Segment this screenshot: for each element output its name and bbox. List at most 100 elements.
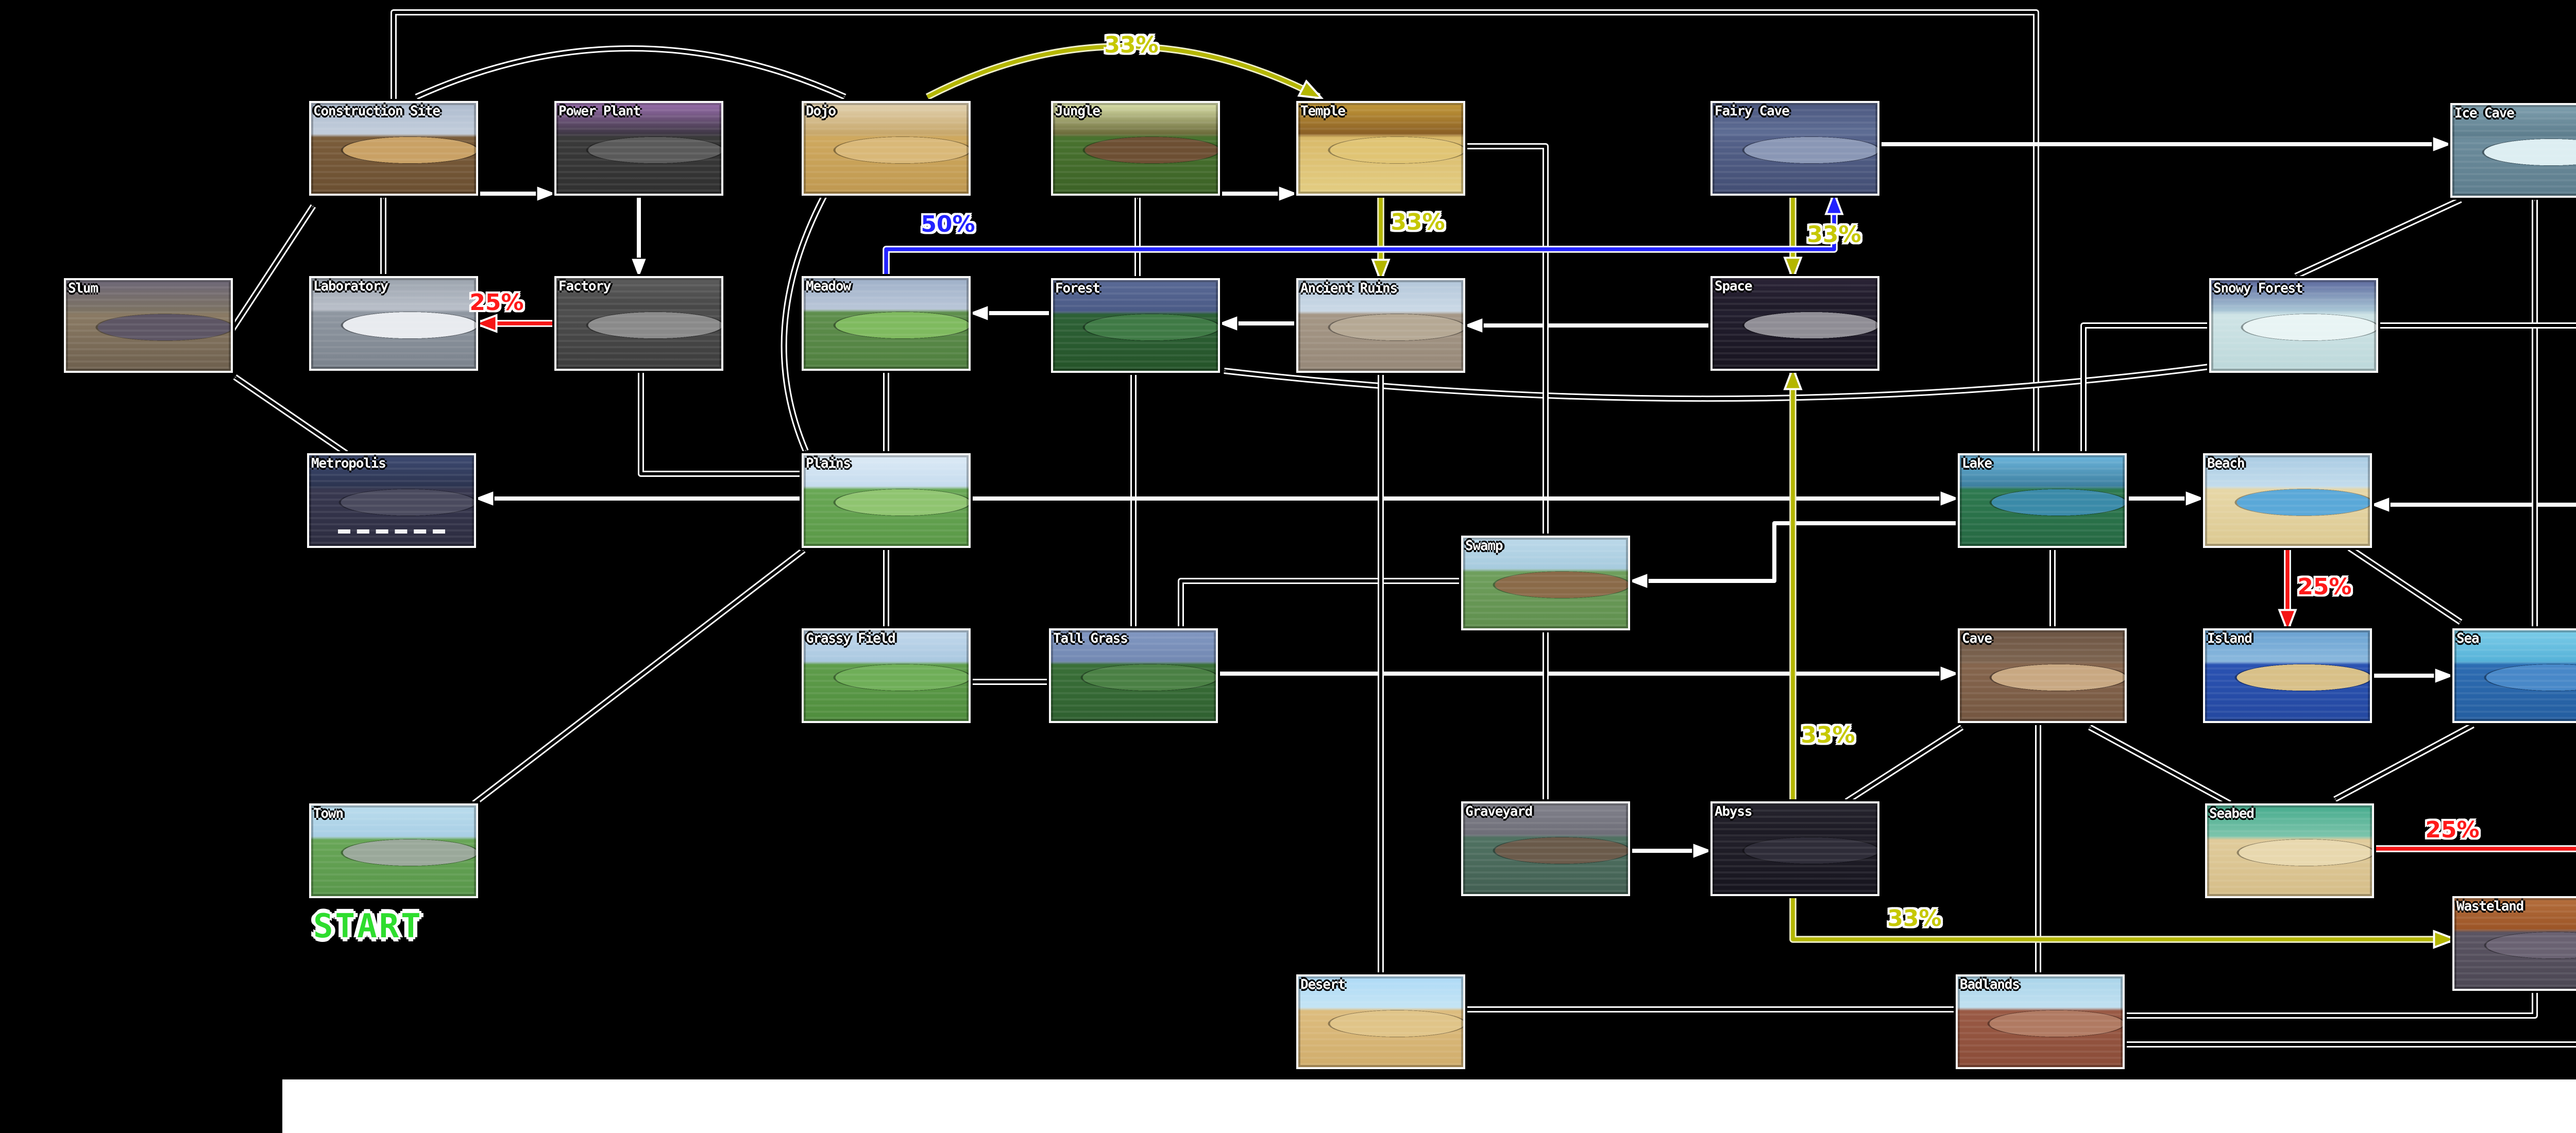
node-metropolis[interactable]: Metropolis (307, 453, 476, 548)
node-town[interactable]: Town (309, 803, 478, 898)
node-wasteland[interactable]: Wasteland (2452, 896, 2576, 991)
node-ice-cave[interactable]: Ice Cave (2450, 103, 2576, 198)
edge-label-abyss-space: 33% (1801, 722, 1855, 749)
node-title: Factory (558, 278, 611, 295)
edge-label-temple-ancient-ruins: 33% (1391, 209, 1445, 236)
node-title: Island (2207, 630, 2252, 647)
edge-label-seabed-volcano: 25% (2425, 817, 2480, 844)
edge-snowy-forest-mountain (2378, 322, 2576, 329)
node-title: Wasteland (2456, 898, 2524, 915)
edge-badlands-mountain (2125, 1041, 2576, 1048)
node-title: Temple (1300, 103, 1346, 119)
node-beach[interactable]: Beach (2203, 453, 2372, 548)
node-lake[interactable]: Lake (1958, 453, 2127, 548)
node-fairy-cave[interactable]: Fairy Cave (1710, 101, 1879, 196)
node-ancient-ruins[interactable]: Ancient Ruins (1296, 278, 1465, 373)
edge-ice-cave-snowy-forest (2294, 197, 2462, 279)
node-island[interactable]: Island (2203, 628, 2372, 723)
edge-slum-construction-site (228, 204, 316, 334)
node-title: Metropolis (311, 455, 386, 472)
node-cave[interactable]: Cave (1958, 628, 2127, 723)
node-title: Cave (1962, 630, 1992, 647)
node-title: Jungle (1055, 103, 1100, 119)
node-forest[interactable]: Forest (1051, 278, 1220, 373)
edge-seabed-volcano (2374, 845, 2576, 852)
node-grassy-field[interactable]: Grassy Field (802, 628, 971, 723)
node-title: Dojo (806, 103, 836, 119)
node-meadow[interactable]: Meadow (802, 276, 971, 371)
node-factory[interactable]: Factory (554, 276, 723, 371)
edge-meadow-fairy-cave (883, 196, 1834, 276)
edge-label-fairy-cave-space: 33% (1807, 221, 1861, 248)
node-abyss[interactable]: Abyss (1710, 801, 1879, 896)
edge-sea-seabed (2333, 722, 2475, 802)
node-jungle[interactable]: Jungle (1051, 101, 1220, 196)
node-tall-grass[interactable]: Tall Grass (1049, 628, 1218, 723)
edge-label-dojo-temple: 33% (1104, 32, 1159, 59)
edge-dojo-plains (781, 194, 827, 453)
edge-label-beach-island: 25% (2297, 574, 2352, 600)
node-title: Meadow (806, 278, 851, 295)
edge-dojo-temple (925, 43, 1319, 100)
node-title: Laboratory (313, 278, 388, 295)
node-space[interactable]: Space (1710, 276, 1879, 371)
node-temple[interactable]: Temple (1296, 101, 1465, 196)
node-dojo[interactable]: Dojo (802, 101, 971, 196)
edge-snowy-forest-forest (1224, 364, 2210, 402)
node-title: Power Plant (558, 103, 641, 119)
node-plains[interactable]: Plains (802, 453, 971, 548)
bottom-strip (282, 1079, 2576, 1133)
node-seabed[interactable]: Seabed (2205, 803, 2374, 898)
edge-lake-swamp (1625, 521, 1958, 590)
dashed-road-detail (338, 529, 445, 534)
node-title: Sea (2456, 630, 2480, 647)
edge-temple-swamp (1465, 143, 1549, 536)
edge-wasteland-badlands (2125, 991, 2538, 1019)
node-title: Space (1715, 278, 1753, 295)
node-badlands[interactable]: Badlands (1956, 974, 2125, 1069)
node-title: Ancient Ruins (1300, 280, 1398, 297)
edge-construction-site-dojo (415, 45, 846, 100)
edge-abyss-wasteland (1789, 896, 2452, 939)
node-graveyard[interactable]: Graveyard (1461, 801, 1630, 896)
node-title: Desert (1300, 976, 1346, 993)
edge-abyss-cave (1844, 724, 1964, 804)
node-sea[interactable]: Sea (2452, 628, 2576, 723)
node-power-plant[interactable]: Power Plant (554, 101, 723, 196)
node-title: Abyss (1715, 803, 1753, 820)
node-laboratory[interactable]: Laboratory (309, 276, 478, 371)
node-desert[interactable]: Desert (1296, 974, 1465, 1069)
node-title: Construction Site (313, 103, 440, 119)
node-title: Town (313, 805, 344, 822)
node-title: Tall Grass (1053, 630, 1128, 647)
start-label: START (313, 906, 423, 946)
node-title: Seabed (2209, 805, 2255, 822)
node-title: Forest (1055, 280, 1100, 297)
node-title: Snowy Forest (2213, 280, 2303, 297)
edge-lake-construction-site (391, 9, 2039, 453)
node-title: Fairy Cave (1715, 103, 1790, 119)
node-slum[interactable]: Slum (64, 278, 233, 373)
node-title: Beach (2207, 455, 2245, 472)
edge-beach-sea (2347, 545, 2463, 625)
node-construction-site[interactable]: Construction Site (309, 101, 478, 196)
edge-seabed-cave (2088, 724, 2231, 806)
node-swamp[interactable]: Swamp (1461, 536, 1630, 630)
edge-factory-plains (638, 371, 802, 477)
node-snowy-forest[interactable]: Snowy Forest (2209, 278, 2378, 373)
node-title: Plains (806, 455, 851, 472)
node-title: Slum (68, 280, 98, 297)
edge-label-factory-laboratory: 25% (469, 289, 524, 316)
edge-town-plains (472, 547, 806, 806)
edge-label-abyss-wasteland: 33% (1887, 905, 1942, 932)
node-title: Ice Cave (2454, 105, 2515, 122)
node-title: Lake (1962, 455, 1992, 472)
node-title: Grassy Field (806, 630, 896, 647)
edge-metropolis-slum (233, 374, 348, 456)
edge-snowy-forest-lake (2080, 322, 2209, 453)
node-title: Graveyard (1465, 803, 1533, 820)
node-title: Swamp (1465, 538, 1503, 554)
edge-label-meadow-fairy-cave: 50% (921, 211, 975, 238)
